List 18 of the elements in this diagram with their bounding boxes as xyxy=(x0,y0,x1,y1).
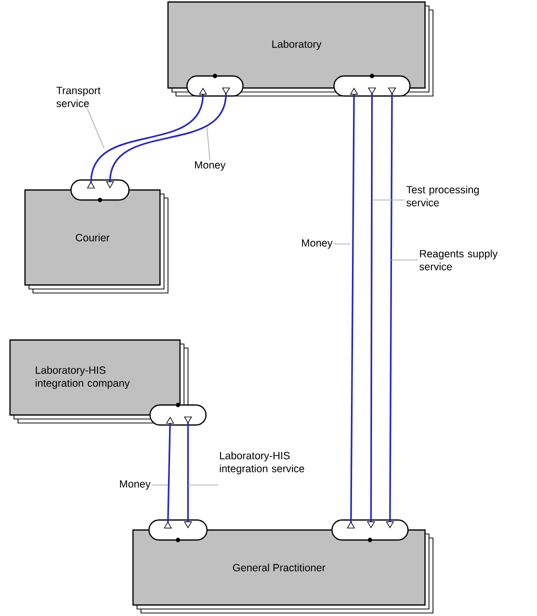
edge-label: Money xyxy=(120,480,151,490)
edge-label: Test processing service xyxy=(406,186,479,206)
actor-box: Laboratory-HIS integration company xyxy=(9,339,188,424)
actor-box: Laboratory xyxy=(167,1,434,96)
actor-box: Courier xyxy=(24,189,168,294)
value-port xyxy=(148,519,208,542)
value-port xyxy=(186,74,244,97)
value-port xyxy=(331,519,409,542)
value-port xyxy=(70,179,130,202)
edge-label: Money xyxy=(302,239,333,249)
value-transfer-arrow xyxy=(184,416,192,528)
edge-label: Money xyxy=(195,161,226,171)
edge-label: Reagents supply service xyxy=(420,250,498,270)
actor-box: General Practitioner xyxy=(132,529,434,614)
value-port xyxy=(333,74,411,97)
edge-label: Transport service xyxy=(56,86,100,108)
edge-label: Laboratory-HIS integration service xyxy=(220,452,304,474)
value-port xyxy=(149,402,207,426)
